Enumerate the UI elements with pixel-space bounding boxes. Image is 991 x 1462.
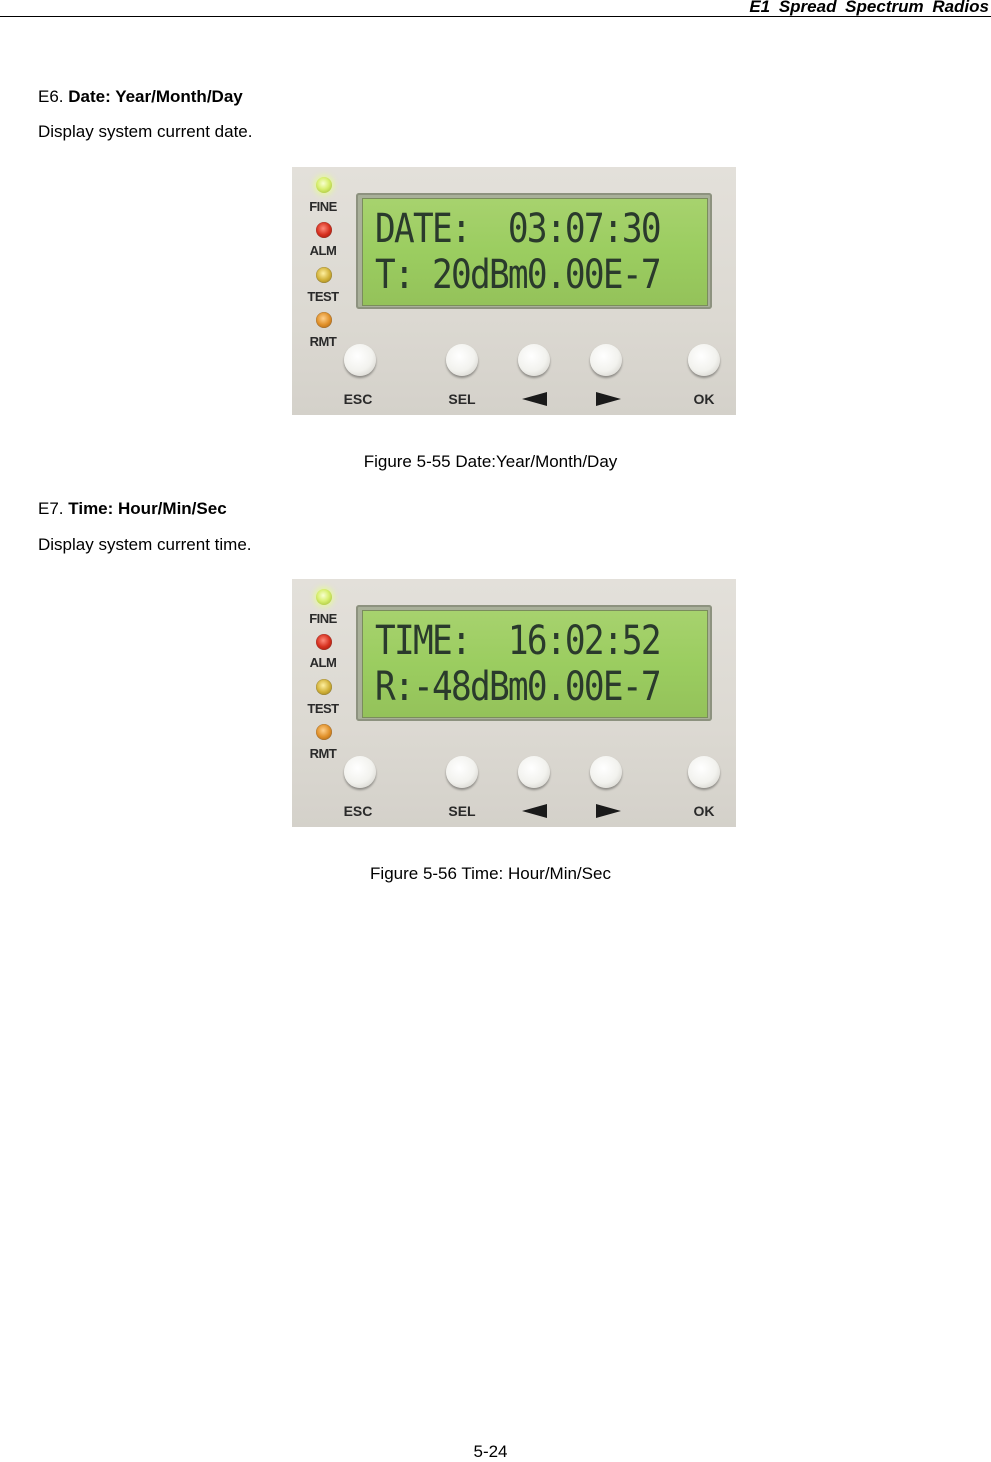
ok-button	[688, 756, 720, 788]
led-label-fine: FINE	[309, 611, 337, 626]
section-prefix: E7.	[38, 499, 64, 518]
esc-button	[344, 344, 376, 376]
left-button	[518, 756, 550, 788]
rmt-led-icon	[316, 312, 332, 328]
right-button	[590, 344, 622, 376]
lcd-screen: DATE: 03:07:30 T: 20dBm0.00E-7	[362, 198, 708, 306]
header-rule	[0, 16, 991, 17]
right-button	[590, 756, 622, 788]
section-heading-e7: E7. Time: Hour/Min/Sec	[38, 499, 227, 519]
test-led-icon	[316, 679, 332, 695]
device-front-panel-date: FINE ALM TEST RMT DATE: 03:07:30 T: 20dB…	[292, 167, 736, 415]
running-header: E1 Spread Spectrum Radios	[749, 0, 989, 16]
led-label-fine: FINE	[309, 199, 337, 214]
left-button	[518, 344, 550, 376]
lcd-display: TIME: 16:02:52 R:-48dBm0.00E-7	[356, 605, 712, 721]
esc-button	[344, 756, 376, 788]
esc-button-label: ESC	[343, 803, 373, 819]
right-arrow-icon	[596, 392, 621, 406]
section-title: Time: Hour/Min/Sec	[68, 499, 227, 518]
sel-button	[446, 344, 478, 376]
page-number: 5-24	[473, 1442, 508, 1461]
led-label-alm: ALM	[309, 655, 337, 670]
section-heading-e6: E6. Date: Year/Month/Day	[38, 87, 243, 107]
section-description-e7: Display system current time.	[38, 535, 252, 554]
led-label-test: TEST	[307, 701, 339, 716]
ok-button	[688, 344, 720, 376]
sel-button	[446, 756, 478, 788]
section-title: Date: Year/Month/Day	[68, 87, 243, 106]
lcd-line-2: T: 20dBm0.00E-7	[375, 252, 662, 298]
left-arrow-icon	[522, 804, 547, 818]
ok-button-label: OK	[693, 803, 715, 819]
device-front-panel-time: FINE ALM TEST RMT TIME: 16:02:52 R:-48dB…	[292, 579, 736, 827]
section-description-e6: Display system current date.	[38, 122, 253, 141]
lcd-screen: TIME: 16:02:52 R:-48dBm0.00E-7	[362, 610, 708, 718]
figure-caption-5-55: Figure 5-55 Date:Year/Month/Day	[363, 452, 618, 471]
sel-button-label: SEL	[448, 803, 476, 819]
fine-led-icon	[316, 177, 332, 193]
test-led-icon	[316, 267, 332, 283]
alm-led-icon	[316, 222, 332, 238]
figure-caption-5-56: Figure 5-56 Time: Hour/Min/Sec	[370, 864, 611, 883]
lcd-line-1: TIME: 16:02:52	[375, 618, 662, 664]
led-label-rmt: RMT	[309, 746, 337, 761]
right-arrow-icon	[596, 804, 621, 818]
led-label-alm: ALM	[309, 243, 337, 258]
esc-button-label: ESC	[343, 391, 373, 407]
ok-button-label: OK	[693, 391, 715, 407]
lcd-display: DATE: 03:07:30 T: 20dBm0.00E-7	[356, 193, 712, 309]
rmt-led-icon	[316, 724, 332, 740]
sel-button-label: SEL	[448, 391, 476, 407]
left-arrow-icon	[522, 392, 547, 406]
section-prefix: E6.	[38, 87, 64, 106]
led-label-rmt: RMT	[309, 334, 337, 349]
lcd-line-2: R:-48dBm0.00E-7	[375, 664, 662, 710]
led-label-test: TEST	[307, 289, 339, 304]
alm-led-icon	[316, 634, 332, 650]
lcd-line-1: DATE: 03:07:30	[375, 206, 662, 252]
fine-led-icon	[316, 589, 332, 605]
